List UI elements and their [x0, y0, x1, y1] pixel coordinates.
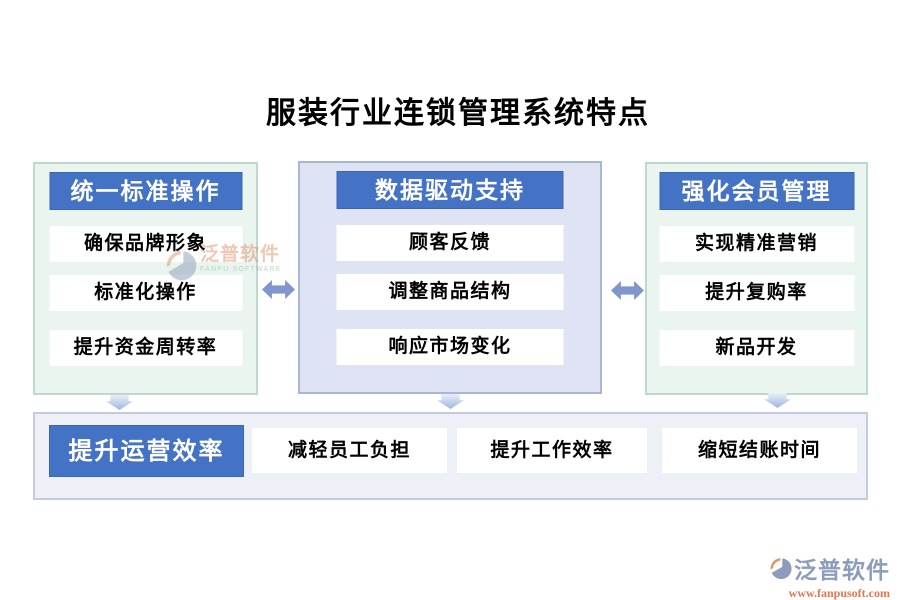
summary-header: 提升运营效率: [49, 425, 244, 477]
left-right-arrow-icon: [611, 281, 644, 300]
column-header: 数据驱动支持: [336, 171, 564, 209]
summary-item: 减轻员工负担: [252, 428, 447, 473]
feature-item: 顾客反馈: [336, 225, 564, 261]
feature-item: 提升资金周转率: [49, 330, 242, 366]
watermark-subtitle: FANPU SOFTWARE: [200, 266, 282, 273]
column-header: 强化会员管理: [659, 172, 854, 210]
fanpu-logo-icon: [166, 250, 197, 281]
footer-brand: 泛普软件 www.fanpusoft.com: [770, 551, 890, 600]
feature-item: 调整商品结构: [336, 274, 564, 310]
feature-column-data-driven: 数据驱动支持 顾客反馈 调整商品结构 响应市场变化: [298, 161, 602, 394]
feature-column-standard-ops: 统一标准操作 确保品牌形象 标准化操作 提升资金周转率: [33, 162, 258, 395]
feature-item: 提升复购率: [659, 275, 854, 311]
feature-item: 响应市场变化: [336, 329, 564, 365]
fanpu-logo-icon: [770, 557, 792, 579]
feature-item: 确保品牌形象: [49, 226, 242, 262]
feature-item: 新品开发: [659, 330, 854, 366]
feature-column-member-mgmt: 强化会员管理 实现精准营销 提升复购率 新品开发: [645, 162, 868, 395]
down-arrow-icon: [106, 395, 133, 410]
summary-item: 提升工作效率: [457, 428, 647, 473]
left-right-arrow-icon: [262, 280, 295, 299]
watermark-text: 泛普软件 FANPU SOFTWARE: [200, 245, 282, 273]
footer-brand-name: 泛普软件: [794, 558, 890, 583]
down-arrow-icon: [764, 393, 791, 408]
down-arrow-icon: [437, 394, 464, 409]
feature-item: 实现精准营销: [659, 226, 854, 262]
feature-item: 标准化操作: [49, 275, 242, 311]
footer-url: www.fanpusoft.com: [788, 586, 890, 600]
column-header: 统一标准操作: [49, 172, 242, 210]
summary-item: 缩短结账时间: [662, 428, 857, 473]
watermark-brand: 泛普软件: [200, 244, 281, 265]
footer-brand-line: 泛普软件: [770, 551, 890, 585]
watermark: 泛普软件 FANPU SOFTWARE: [166, 245, 282, 281]
summary-row: 提升运营效率 减轻员工负担 提升工作效率 缩短结账时间: [33, 412, 868, 500]
page-title: 服装行业连锁管理系统特点: [266, 97, 650, 130]
